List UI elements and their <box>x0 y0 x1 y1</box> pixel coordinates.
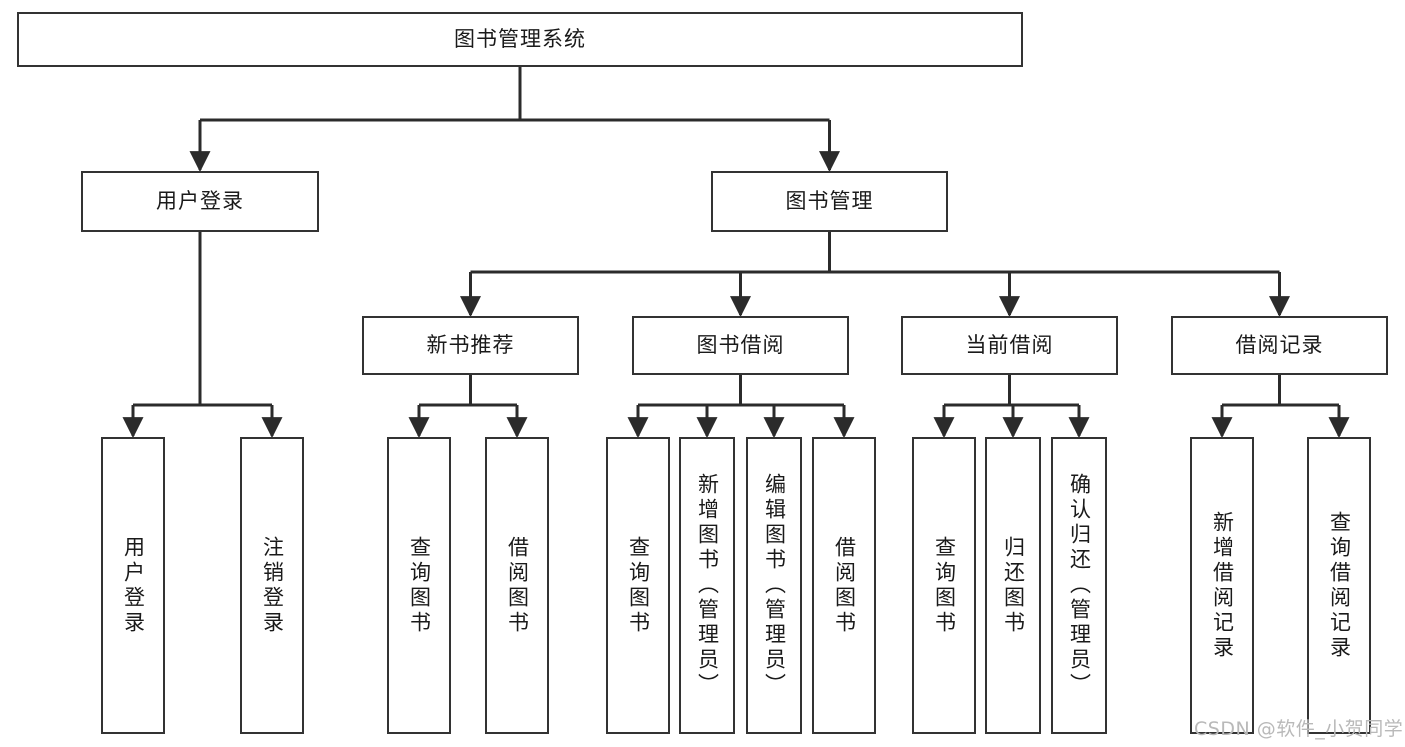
diagram-node-newbook[interactable]: 新书推荐 <box>362 316 579 375</box>
diagram-node-leaf-3[interactable]: 查询图书 <box>387 437 451 734</box>
diagram-node-leaf-4[interactable]: 借阅图书 <box>485 437 549 734</box>
diagram-node-label: 新书推荐 <box>426 333 515 358</box>
diagram-node-label: 查询借阅记录 <box>1327 510 1352 661</box>
diagram-node-label: 借阅图书 <box>505 535 530 636</box>
diagram-node-leaf-2[interactable]: 注销登录 <box>240 437 304 734</box>
diagram-node-label: 图书管理 <box>785 189 874 214</box>
diagram-node-label: 注销登录 <box>260 535 285 636</box>
diagram-node-leaf-11[interactable]: 确认归还（管理员） <box>1051 437 1107 734</box>
diagram-node-label: 查询图书 <box>626 535 651 636</box>
diagram-node-label: 新增图书（管理员） <box>695 473 720 698</box>
diagram-node-label: 图书借阅 <box>696 333 785 358</box>
diagram-node-bookmgmt[interactable]: 图书管理 <box>711 171 948 232</box>
watermark-label: CSDN @软件_小贺同学 <box>1194 718 1404 740</box>
diagram-node-label: 归还图书 <box>1001 535 1026 636</box>
diagram-node-label: 用户登录 <box>121 535 146 636</box>
diagram-node-label: 用户登录 <box>156 189 244 214</box>
diagram-node-records[interactable]: 借阅记录 <box>1171 316 1388 375</box>
diagram-node-leaf-7[interactable]: 编辑图书（管理员） <box>746 437 802 734</box>
diagram-node-label: 当前借阅 <box>965 333 1054 358</box>
diagram-node-label: 图书管理系统 <box>454 27 586 52</box>
diagram-node-label: 借阅图书 <box>832 535 857 636</box>
diagram-node-leaf-10[interactable]: 归还图书 <box>985 437 1041 734</box>
diagram-node-label: 编辑图书（管理员） <box>762 473 787 698</box>
diagram-node-borrow[interactable]: 图书借阅 <box>632 316 849 375</box>
diagram-node-leaf-9[interactable]: 查询图书 <box>912 437 976 734</box>
diagram-node-leaf-8[interactable]: 借阅图书 <box>812 437 876 734</box>
diagram-node-root[interactable]: 图书管理系统 <box>17 12 1023 67</box>
diagram-node-current[interactable]: 当前借阅 <box>901 316 1118 375</box>
diagram-node-label: 查询图书 <box>932 535 957 636</box>
diagram-node-leaf-13[interactable]: 查询借阅记录 <box>1307 437 1371 734</box>
diagram-node-leaf-12[interactable]: 新增借阅记录 <box>1190 437 1254 734</box>
diagram-node-leaf-5[interactable]: 查询图书 <box>606 437 670 734</box>
diagram-node-label: 查询图书 <box>407 535 432 636</box>
diagram-node-leaf-6[interactable]: 新增图书（管理员） <box>679 437 735 734</box>
diagram-node-leaf-1[interactable]: 用户登录 <box>101 437 165 734</box>
diagram-node-label: 借阅记录 <box>1235 333 1324 358</box>
diagram-node-label: 新增借阅记录 <box>1210 510 1235 661</box>
diagram-node-login[interactable]: 用户登录 <box>81 171 319 232</box>
diagram-node-label: 确认归还（管理员） <box>1067 473 1092 698</box>
